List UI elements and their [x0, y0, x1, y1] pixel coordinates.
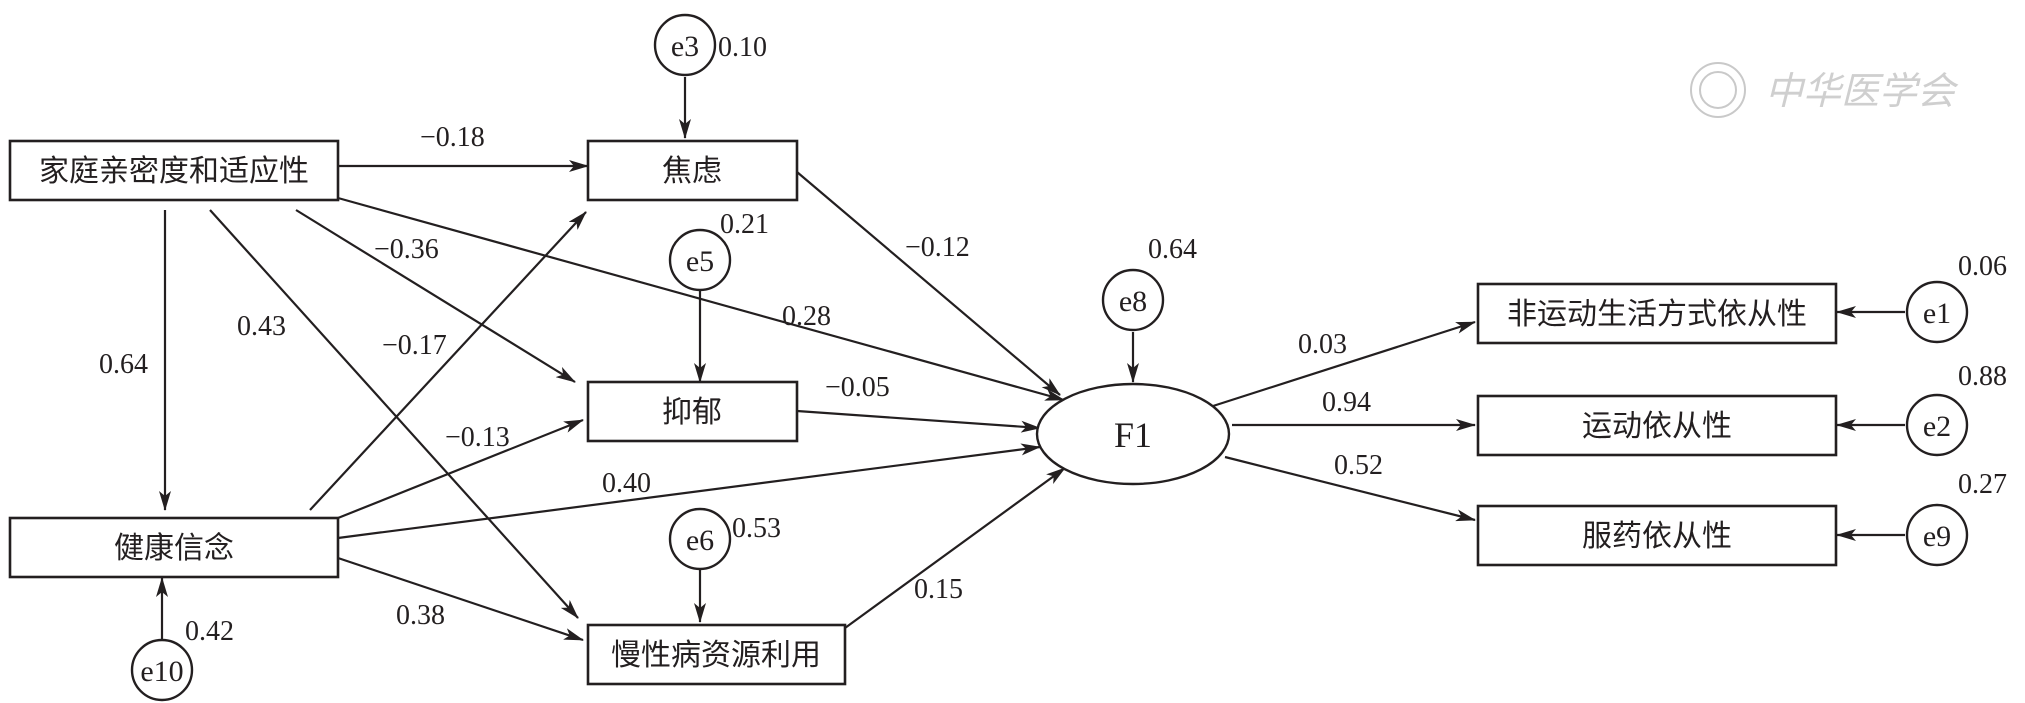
node-exercise-label: 运动依从性 [1582, 409, 1732, 444]
coef-f1-medication: 0.52 [1334, 450, 1383, 481]
edge-depression-f1 [796, 409, 1041, 433]
node-belief: 健康信念 [8, 516, 340, 579]
node-family-label: 家庭亲密度和适应性 [39, 154, 309, 189]
error-e6-value: 0.53 [732, 513, 781, 544]
coef-resource-f1: 0.15 [914, 574, 963, 605]
error-e1: e1 0.06 [1905, 251, 2007, 344]
coef-family-depression: −0.36 [374, 234, 439, 265]
coef-belief-depression: −0.13 [445, 422, 510, 453]
error-e2-label: e2 [1923, 410, 1951, 443]
error-e2: e2 0.88 [1905, 361, 2007, 457]
error-e8-value: 0.64 [1148, 234, 1197, 265]
error-e2-value: 0.88 [1958, 361, 2007, 392]
coef-family-resource: 0.43 [237, 311, 286, 342]
error-e6: e6 0.53 [668, 507, 781, 571]
error-e9-value: 0.27 [1958, 469, 2007, 500]
edge-belief-depression [337, 418, 584, 520]
edge-belief-f1 [337, 443, 1041, 540]
error-e3: e3 0.10 [653, 13, 767, 77]
edge-anxiety-f1 [796, 171, 1061, 396]
error-e10: e10 0.42 [130, 616, 234, 702]
watermark-text: 中华医学会 [1765, 69, 1959, 113]
edge-family-resource [209, 209, 579, 619]
coef-belief-anxiety: −0.17 [382, 330, 447, 361]
node-depression: 抑郁 [586, 380, 799, 443]
error-e8-label: e8 [1119, 285, 1147, 318]
node-nonex: 非运动生活方式依从性 [1476, 282, 1838, 345]
node-belief-label: 健康信念 [114, 531, 234, 566]
error-e5-label: e5 [686, 245, 714, 278]
coef-family-belief: 0.64 [99, 349, 148, 380]
node-family: 家庭亲密度和适应性 [8, 139, 340, 202]
edge-f1-nonex [1212, 320, 1476, 408]
error-e1-value: 0.06 [1958, 251, 2007, 282]
node-exercise: 运动依从性 [1476, 394, 1838, 457]
coef-anxiety-f1: −0.12 [905, 232, 970, 263]
error-e1-label: e1 [1923, 297, 1951, 330]
edge-f1-medication [1224, 455, 1476, 522]
watermark-logo: 中华医学会 [1690, 62, 1959, 118]
coef-belief-resource: 0.38 [396, 600, 445, 631]
path-coefficients: −0.18 −0.36 0.28 0.43 0.64 −0.17 −0.13 0… [99, 122, 1383, 631]
node-anxiety: 焦虑 [586, 139, 799, 202]
watermark-seal-icon [1690, 62, 1746, 118]
error-e3-value: 0.10 [718, 32, 767, 63]
node-f1: F1 [1035, 382, 1231, 486]
error-e5: e5 0.21 [668, 209, 769, 292]
coef-depression-f1: −0.05 [825, 372, 890, 403]
node-f1-label: F1 [1114, 415, 1152, 455]
error-e5-value: 0.21 [720, 209, 769, 240]
edges [156, 77, 1905, 642]
node-nonex-label: 非运动生活方式依从性 [1507, 297, 1807, 332]
error-e10-label: e10 [140, 655, 183, 688]
error-e6-label: e6 [686, 524, 714, 557]
node-medication: 服药依从性 [1476, 504, 1838, 567]
error-e9-label: e9 [1923, 520, 1951, 553]
error-e3-label: e3 [671, 30, 699, 63]
error-e8: e8 0.64 [1101, 234, 1197, 332]
edge-belief-resource [337, 556, 584, 642]
edge-belief-anxiety [309, 211, 587, 511]
error-e9: e9 0.27 [1905, 469, 2007, 567]
node-resource: 慢性病资源利用 [586, 623, 847, 686]
error-e10-value: 0.42 [185, 616, 234, 647]
edge-resource-f1 [844, 467, 1066, 629]
coef-f1-exercise: 0.94 [1322, 387, 1371, 418]
node-resource-label: 慢性病资源利用 [611, 638, 821, 673]
coef-belief-f1: 0.40 [602, 468, 651, 499]
coef-family-f1: 0.28 [782, 301, 831, 332]
node-anxiety-label: 焦虑 [662, 154, 722, 189]
node-depression-label: 抑郁 [662, 395, 722, 430]
edge-family-depression [295, 209, 576, 383]
coef-family-anxiety: −0.18 [420, 122, 485, 153]
node-medication-label: 服药依从性 [1582, 519, 1732, 554]
coef-f1-nonex: 0.03 [1298, 329, 1347, 360]
